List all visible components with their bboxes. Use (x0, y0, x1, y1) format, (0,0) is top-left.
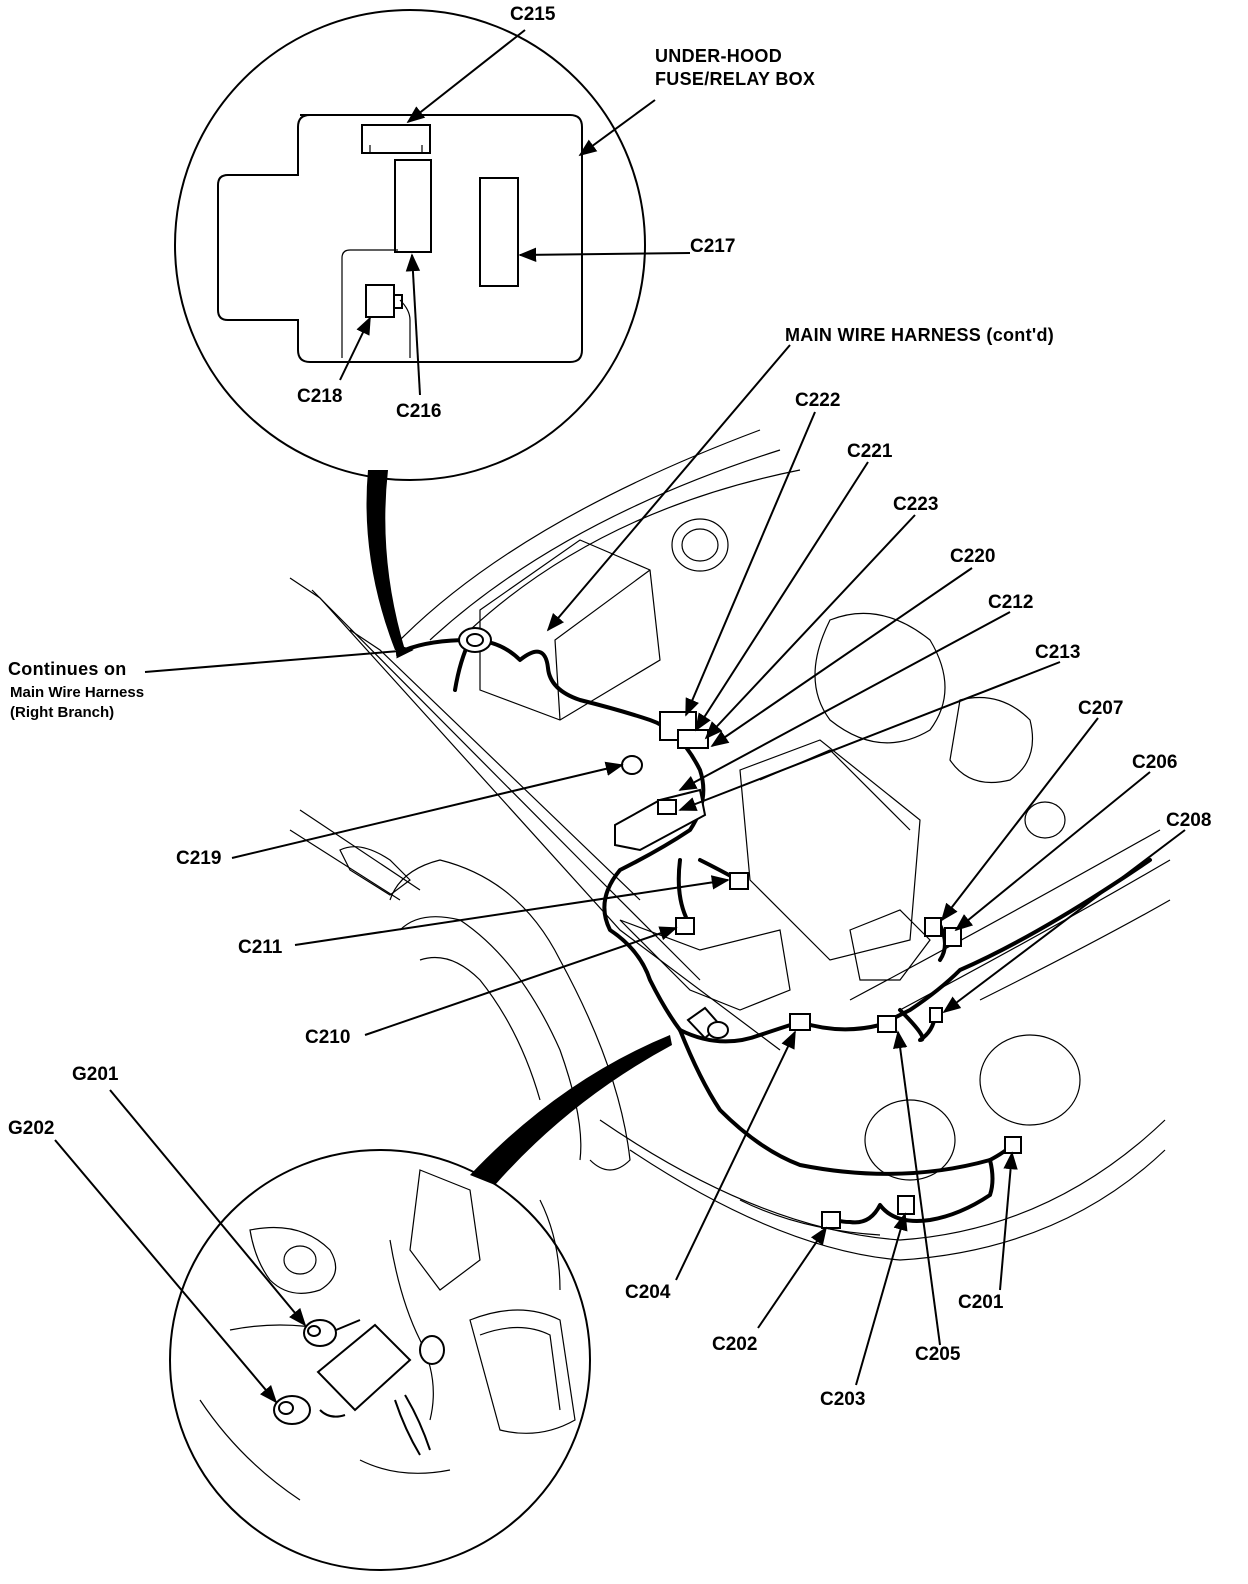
label-c220: C220 (950, 546, 995, 567)
label-c203: C203 (820, 1389, 865, 1410)
label-c204: C204 (625, 1282, 671, 1303)
label-c223: C223 (893, 494, 938, 515)
label-c212: C212 (988, 592, 1033, 613)
labels: C215 UNDER-HOOD FUSE/RELAY BOX C217 C218… (8, 4, 1211, 1410)
label-c221: C221 (847, 441, 893, 462)
label-c219: C219 (176, 848, 221, 869)
label-g201: G201 (72, 1064, 119, 1085)
detail-connector-swoosh (366, 470, 405, 650)
label-continues-line1: Continues on (8, 659, 127, 679)
ground-detail-swoosh (470, 1035, 672, 1185)
label-c213: C213 (1035, 642, 1080, 663)
label-c205: C205 (915, 1344, 961, 1365)
label-c207: C207 (1078, 698, 1123, 719)
label-continues-line2: Main Wire Harness (10, 684, 144, 701)
label-c201: C201 (958, 1292, 1004, 1313)
label-g202: G202 (8, 1118, 54, 1139)
label-underhood-line2: FUSE/RELAY BOX (655, 69, 815, 89)
leader-lines (54, 29, 1186, 1404)
label-continues-line3: (Right Branch) (10, 704, 114, 721)
label-c210: C210 (305, 1027, 350, 1048)
label-underhood-line1: UNDER-HOOD (655, 46, 782, 66)
label-c208: C208 (1166, 810, 1211, 831)
engine-bay-outline (289, 429, 1171, 1261)
label-c215: C215 (510, 4, 556, 25)
fuse-box-detail-circle (174, 9, 646, 481)
label-c218: C218 (297, 386, 342, 407)
ground-detail-circle (169, 1149, 591, 1571)
label-c211: C211 (238, 937, 283, 958)
label-c216: C216 (396, 401, 441, 422)
label-c217: C217 (690, 236, 735, 257)
label-main-wire-harness: MAIN WIRE HARNESS (cont'd) (785, 325, 1054, 345)
harness-connectors (458, 627, 1022, 1229)
label-c222: C222 (795, 390, 840, 411)
label-c202: C202 (712, 1334, 757, 1355)
label-c206: C206 (1132, 752, 1177, 773)
